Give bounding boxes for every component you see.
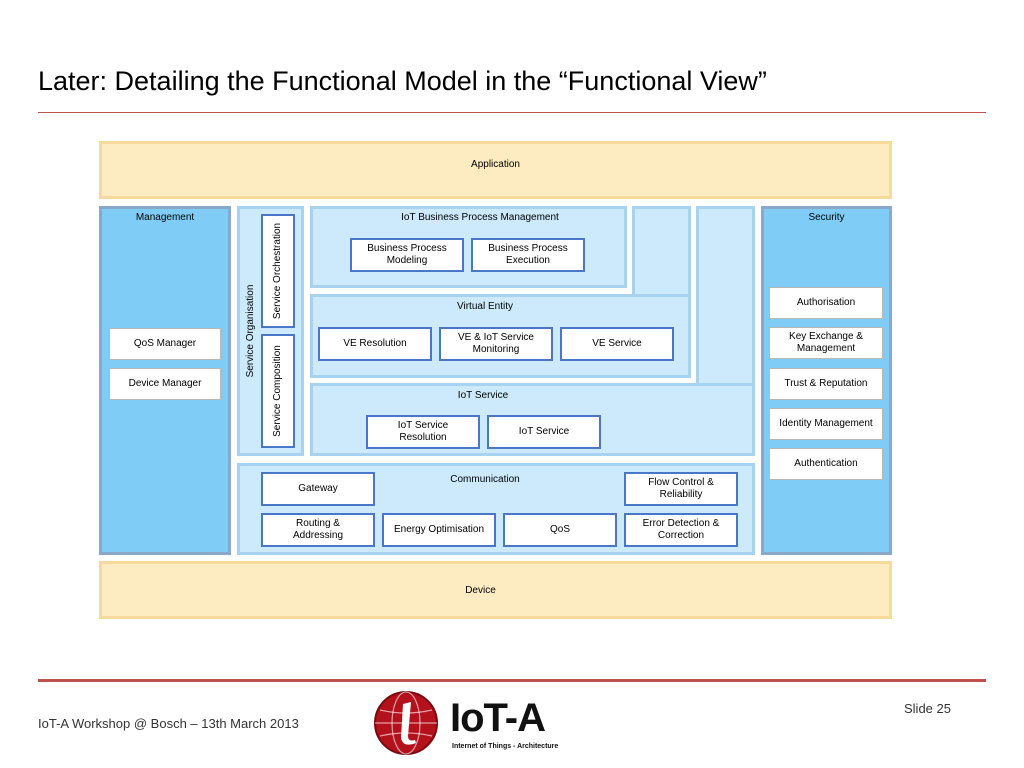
logo-subtitle: Internet of Things - Architecture	[452, 743, 559, 750]
authorisation-module: Authorisation	[769, 287, 883, 319]
gateway-module: Gateway	[261, 472, 375, 506]
management-label: Management	[135, 212, 195, 223]
application-layer	[99, 141, 892, 199]
flow-control-module: Flow Control & Reliability	[624, 472, 738, 506]
service-composition-module	[261, 334, 295, 448]
service-composition-label: Service Composition	[272, 345, 283, 437]
security-label: Security	[808, 212, 845, 223]
routing-addressing-module: Routing & Addressing	[261, 513, 375, 547]
identity-management-module: Identity Management	[769, 408, 883, 440]
key-exchange-module: Key Exchange & Management	[769, 327, 883, 359]
virtual-entity-label: Virtual Entity	[457, 301, 513, 312]
error-detection-module: Error Detection & Correction	[624, 513, 738, 547]
footer-rule	[38, 679, 986, 682]
ve-resolution-module: VE Resolution	[318, 327, 432, 361]
logo-wordmark: IoT-A	[450, 696, 546, 740]
iot-bpm-label: IoT Business Process Management	[401, 212, 559, 223]
iot-service-resolution-module: IoT Service Resolution	[366, 415, 480, 449]
device-manager-module: Device Manager	[109, 368, 221, 400]
logo-globe-icon	[374, 691, 438, 755]
business-process-modeling-module: Business Process Modeling	[350, 238, 464, 272]
device-layer	[99, 561, 892, 619]
ve-service-module: VE Service	[560, 327, 674, 361]
communication-label: Communication	[450, 474, 520, 485]
device-label: Device	[465, 585, 496, 596]
business-process-execution-module: Business Process Execution	[471, 238, 585, 272]
application-label: Application	[471, 159, 520, 170]
iot-service-module: IoT Service	[487, 415, 601, 449]
title-rule	[38, 112, 986, 113]
service-organisation-label: Service Organisation	[245, 284, 256, 378]
footer-text: IoT-A Workshop @ Bosch – 13th March 2013	[38, 716, 299, 731]
service-orchestration-module	[261, 214, 295, 328]
qos-module: QoS	[503, 513, 617, 547]
service-orchestration-label: Service Orchestration	[272, 222, 283, 320]
slide-number: Slide 25	[904, 701, 951, 716]
authentication-module: Authentication	[769, 448, 883, 480]
energy-optimisation-module: Energy Optimisation	[382, 513, 496, 547]
iot-service-label: IoT Service	[457, 390, 509, 401]
qos-manager-module: QoS Manager	[109, 328, 221, 360]
ve-iot-service-monitoring-module: VE & IoT Service Monitoring	[439, 327, 553, 361]
slide-title: Later: Detailing the Functional Model in…	[38, 66, 767, 96]
trust-reputation-module: Trust & Reputation	[769, 368, 883, 400]
